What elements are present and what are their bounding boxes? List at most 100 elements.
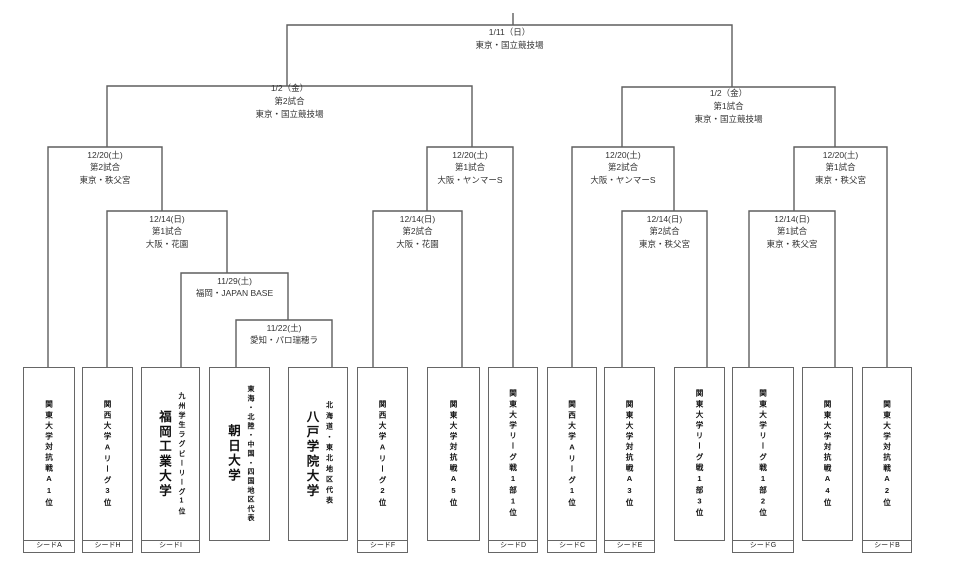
match-date: 1/2（金） (709, 88, 748, 98)
bracket-line-round3-c (621, 210, 708, 367)
seed-label: シードF (357, 539, 408, 553)
match-date: 1/2（金） (270, 83, 309, 93)
match-date: 11/22(土) (266, 322, 302, 333)
team-slot-label: 関東大学対抗戦A3位 (625, 399, 634, 509)
team-slot-label: 関西大学Aリーグ1位 (567, 399, 577, 509)
team-slot-3: 九州学生ラグビーリーグ1位 福岡工業大学 (141, 367, 200, 541)
bracket-line-round2 (180, 272, 289, 367)
team-slot-6: 関西大学Aリーグ2位 (357, 367, 408, 541)
bracket-line-quarterfinal-2 (426, 146, 514, 367)
match-date: 12/20(土) (87, 149, 123, 160)
match-venue: 東京・秩父宮 (638, 239, 690, 250)
match-venue: 愛知・パロ瑞穂ラ (249, 335, 318, 346)
match-venue: 大阪・ヤンマーS (590, 175, 656, 186)
match-date: 12/20(土) (822, 149, 859, 160)
team-slot-5: 北海道・東北地区代表 八戸学院大学 (288, 367, 348, 541)
team-slot-7: 関東大学対抗戦A5位 (427, 367, 480, 541)
match-venue: 東京・国立競技場 (694, 113, 763, 124)
team-slot-label: 関西大学Aリーグ2位 (378, 399, 387, 509)
bracket-line-round3-d (748, 210, 836, 367)
match-number: 第2試合 (274, 95, 305, 106)
team-slot-label: 関東大学対抗戦A4位 (823, 399, 832, 509)
seed-label: シードH (82, 539, 133, 553)
match-date: 12/14(日) (774, 213, 810, 224)
team-qualifier: 九州学生ラグビーリーグ1位 (178, 391, 185, 517)
bracket-line-round3-a (106, 210, 228, 367)
match-number: 第1試合 (776, 226, 808, 237)
team-qualifier: 北海道・東北地区代表 (325, 401, 333, 507)
team-slot-12: 関東大学リーグ戦1部2位 (732, 367, 794, 541)
team-name: 福岡工業大学 (157, 409, 171, 499)
match-date: 12/14(日) (646, 213, 683, 224)
team-name: 朝日大学 (226, 424, 240, 484)
team-slot-1: 関東大学対抗戦A1位 (23, 367, 75, 541)
match-number: 第2試合 (402, 226, 433, 237)
team-slot-11: 関東大学リーグ戦1部3位 (674, 367, 725, 541)
match-date: 12/14(日) (149, 213, 185, 224)
match-round3-c: 12/14(日) 第2試合 東京・秩父宮 (622, 213, 707, 251)
seed-label: シードI (141, 539, 200, 553)
match-round3-a: 12/14(日) 第1試合 大阪・花園 (107, 213, 227, 251)
seed-label: シードC (547, 539, 597, 553)
match-venue: 福岡・JAPAN BASE (195, 288, 274, 299)
match-round3-b: 12/14(日) 第2試合 大阪・花園 (373, 213, 462, 251)
team-slot-2: 関西大学Aリーグ3位 (82, 367, 133, 541)
match-semifinal-left: 1/2（金） 第2試合 東京・国立競技場 (107, 82, 472, 120)
match-number: 第1試合 (454, 162, 486, 173)
match-venue: 大阪・花園 (396, 239, 439, 250)
team-qualifier: 東海・北陸・中国・四国地区代表 (247, 385, 254, 523)
seed-label: シードG (732, 539, 794, 553)
team-slot-8: 関東大学リーグ戦1部1位 (488, 367, 538, 541)
team-slot-4: 東海・北陸・中国・四国地区代表 朝日大学 (209, 367, 270, 541)
team-slot-label: 関東大学対抗戦A2位 (882, 399, 892, 509)
match-semifinal-right: 1/2（金） 第1試合 東京・国立競技場 (622, 87, 835, 125)
match-number: 第2試合 (89, 162, 121, 173)
seed-label: シードD (488, 539, 538, 553)
match-venue: 大阪・ヤンマーS (437, 175, 503, 186)
bracket-line-quarterfinal-4 (793, 146, 888, 367)
team-slot-label: 関西大学Aリーグ3位 (103, 399, 112, 509)
match-venue: 東京・秩父宮 (814, 175, 866, 186)
match-date: 1/11（日） (488, 27, 531, 37)
bracket-line-round1 (235, 319, 333, 367)
match-final: 1/11（日） 東京・国立競技場 (287, 26, 732, 52)
match-round3-d: 12/14(日) 第1試合 東京・秩父宮 (749, 213, 835, 251)
match-number: 第2試合 (649, 226, 680, 237)
seed-label: シードE (604, 539, 655, 553)
match-date: 12/14(日) (399, 213, 436, 224)
seed-label: シードA (23, 539, 75, 553)
match-date: 12/20(土) (452, 149, 488, 160)
match-venue: 東京・秩父宮 (79, 175, 131, 186)
match-number: 第1試合 (151, 226, 183, 237)
bracket-line-semifinal-right (621, 86, 836, 147)
match-quarterfinal-4: 12/20(土) 第1試合 東京・秩父宮 (794, 149, 887, 187)
match-quarterfinal-3: 12/20(土) 第2試合 大阪・ヤンマーS (572, 149, 674, 187)
bracket-line-round3-b (372, 210, 463, 367)
bracket-line-quarterfinal-3 (571, 146, 675, 367)
match-venue: 東京・秩父宮 (766, 239, 818, 250)
team-slot-label: 関東大学対抗戦A5位 (449, 399, 458, 509)
team-slot-13: 関東大学対抗戦A4位 (802, 367, 853, 541)
bracket-line-quarterfinal-1 (47, 146, 163, 367)
team-slot-10: 関東大学対抗戦A3位 (604, 367, 655, 541)
team-name: 八戸学院大学 (304, 409, 319, 499)
team-slot-14: 関東大学対抗戦A2位 (862, 367, 912, 541)
match-venue: 東京・国立競技場 (255, 108, 324, 119)
match-venue: 大阪・花園 (145, 239, 189, 250)
match-venue: 東京・国立競技場 (475, 39, 544, 50)
seed-label: シードB (862, 539, 912, 553)
match-date: 12/20(土) (605, 149, 641, 160)
team-slot-label: 関東大学リーグ戦1部3位 (695, 389, 704, 519)
bracket-line-final (286, 24, 733, 87)
match-quarterfinal-1: 12/20(土) 第2試合 東京・秩父宮 (48, 149, 162, 187)
team-slot-label: 関東大学リーグ戦1部2位 (758, 389, 768, 519)
match-number: 第2試合 (607, 162, 639, 173)
team-slot-label: 関東大学リーグ戦1部1位 (508, 389, 518, 519)
team-slot-9: 関西大学Aリーグ1位 (547, 367, 597, 541)
match-number: 第1試合 (713, 100, 744, 111)
match-date: 11/29(土) (217, 275, 252, 286)
bracket-line-semifinal-left (106, 85, 473, 147)
match-round1: 11/22(土) 愛知・パロ瑞穂ラ (236, 322, 332, 348)
